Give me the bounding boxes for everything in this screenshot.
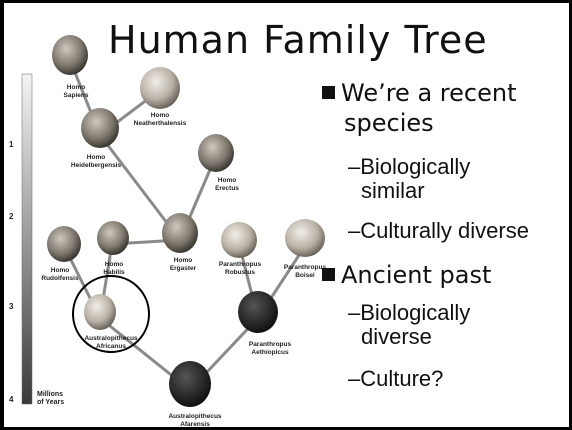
slide-title: Human Family Tree <box>108 18 488 62</box>
label-habilis-1: Homo <box>105 261 123 268</box>
skull-africanus-icon <box>84 294 116 330</box>
bullet-text: species <box>344 109 434 137</box>
label-habilis-2: Habilis <box>103 269 125 276</box>
square-bullet-icon <box>322 268 335 281</box>
bullet-text: –Culture? <box>348 366 443 391</box>
bullet-text: –Biologically <box>348 300 470 325</box>
bullet-text: similar <box>361 178 425 203</box>
scale-tick-2: 2 <box>9 212 14 221</box>
label-africanus-2: Africanus <box>96 343 126 350</box>
skull-boisei-icon <box>285 219 325 257</box>
label-rudolfensis-2: Rudolfensis <box>41 275 79 282</box>
bullet-item: Ancient past <box>322 260 491 290</box>
label-afarensis-2: Afarensis <box>180 421 210 428</box>
bullet-item: –Biologically <box>348 154 470 180</box>
bullet-item: –Culture? <box>348 366 443 392</box>
skull-afarensis-icon <box>169 361 211 407</box>
scale-label-line2: of Years <box>37 399 64 406</box>
skull-ergaster-icon <box>162 213 198 253</box>
skull-erectus-icon <box>198 134 234 172</box>
label-heidelbergensis-2: Heidelbergensis <box>71 162 122 169</box>
label-aethiopicus-1: Paranthropus <box>249 341 292 348</box>
skull-aethiopicus-icon <box>238 291 278 333</box>
time-scale-ticks: 1 2 3 4 <box>9 140 14 404</box>
skull-neanderthal-icon <box>140 67 180 109</box>
bullet-item: similar <box>361 178 425 204</box>
label-sapiens-2: Sapiens <box>64 92 89 99</box>
time-scale-bar <box>22 74 32 404</box>
scale-label-line1: Millions <box>37 391 63 398</box>
skull-robustus-icon <box>221 222 257 258</box>
label-neanderthal-2: Neatherthalensis <box>134 120 187 127</box>
bullet-text: We’re a recent <box>341 79 516 107</box>
label-boisei-2: Boisei <box>295 272 315 279</box>
bullet-text: –Culturally diverse <box>348 218 529 243</box>
bullet-item: We’re a recent <box>322 78 516 108</box>
bullet-text: Ancient past <box>341 261 491 289</box>
label-ergaster-2: Ergaster <box>170 265 197 272</box>
bullet-item: –Biologically <box>348 300 470 326</box>
label-afarensis-1: Australopithecus <box>168 413 221 420</box>
square-bullet-icon <box>322 86 335 99</box>
skull-habilis-icon <box>97 221 129 255</box>
scale-tick-1: 1 <box>9 140 14 149</box>
skull-rudolfensis-icon <box>47 226 81 262</box>
label-neanderthal-1: Homo <box>151 112 169 119</box>
label-ergaster-1: Homo <box>174 257 192 264</box>
bullet-item: –Culturally diverse <box>348 218 529 244</box>
bullet-item: diverse <box>361 324 432 350</box>
scale-tick-4: 4 <box>9 395 14 404</box>
label-heidelbergensis-1: Homo <box>87 154 105 161</box>
label-rudolfensis-1: Homo <box>51 267 69 274</box>
bullet-text: –Biologically <box>348 154 470 179</box>
label-boisei-1: Paranthropus <box>284 264 327 271</box>
skull-heidelbergensis-icon <box>81 108 119 148</box>
label-robustus-2: Robustus <box>225 269 255 276</box>
label-erectus-2: Erectus <box>215 185 239 192</box>
label-sapiens-1: Homo <box>67 84 85 91</box>
bullet-item: species <box>344 108 434 138</box>
label-aethiopicus-2: Aethiopicus <box>251 349 289 356</box>
label-africanus-1: Australopithecus <box>84 335 137 342</box>
label-erectus-1: Homo <box>218 177 236 184</box>
label-robustus-1: Paranthropus <box>219 261 262 268</box>
scale-tick-3: 3 <box>9 302 14 311</box>
bullet-text: diverse <box>361 324 432 349</box>
skull-sapiens-icon <box>52 35 88 75</box>
